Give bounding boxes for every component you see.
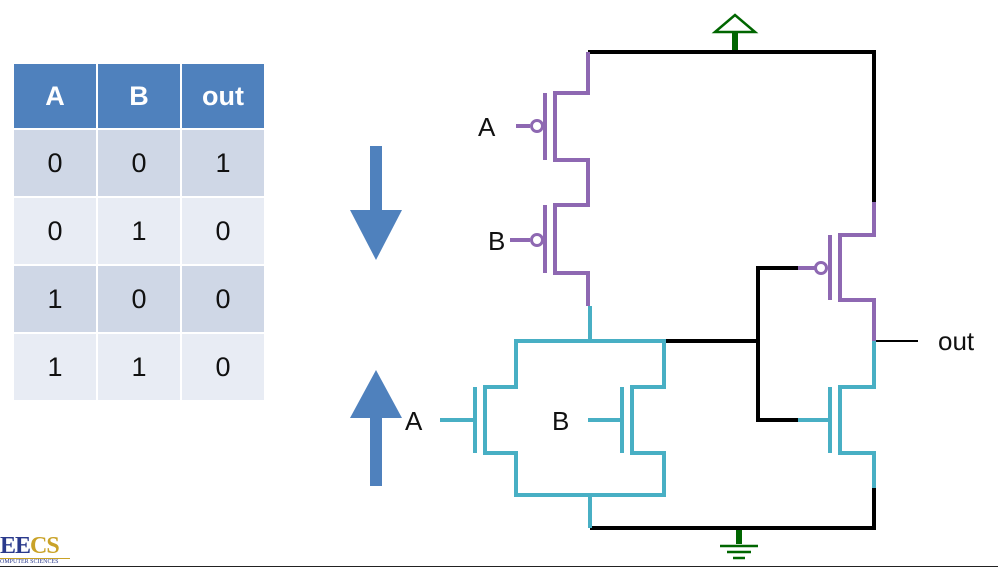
table-cell: 0 — [180, 264, 266, 334]
bottom-divider — [0, 566, 998, 567]
pmos-b-label: B — [488, 226, 505, 256]
header-b: B — [96, 62, 182, 130]
table-cell: 0 — [180, 196, 266, 266]
nmos-a-label: A — [405, 406, 423, 436]
table-cell: 1 — [12, 264, 98, 334]
truth-table: A B out 0 0 1 0 1 0 1 0 0 1 1 0 — [12, 62, 266, 402]
table-row: 1 1 0 — [12, 332, 266, 402]
eecs-logo: EECS OMPUTER SCIENCES — [0, 534, 70, 566]
logo-part-2: CS — [30, 533, 60, 559]
vdd-symbol — [711, 13, 759, 52]
header-out: out — [180, 62, 266, 130]
ground-symbol — [720, 528, 758, 560]
table-cell: 0 — [12, 196, 98, 266]
table-cell: 0 — [12, 128, 98, 198]
black-wires — [588, 50, 918, 530]
table-cell: 1 — [96, 332, 182, 402]
logo-part-1: EE — [0, 533, 31, 559]
table-header-row: A B out — [12, 62, 266, 130]
logo-subtitle: OMPUTER SCIENCES — [0, 558, 70, 566]
table-cell: 0 — [96, 264, 182, 334]
output-label: out — [938, 326, 975, 356]
table-row: 0 0 1 — [12, 128, 266, 198]
table-cell: 1 — [180, 128, 266, 198]
table-cell: 0 — [180, 332, 266, 402]
pull-down-arrow — [350, 146, 402, 260]
pmos-stack — [510, 52, 876, 341]
table-row: 1 0 0 — [12, 264, 266, 334]
pull-up-arrow — [350, 370, 402, 486]
table-cell: 1 — [12, 332, 98, 402]
pmos-a-label: A — [478, 112, 496, 142]
nmos-b-label: B — [552, 406, 569, 436]
table-row: 0 1 0 — [12, 196, 266, 266]
header-a: A — [12, 62, 98, 130]
table-cell: 1 — [96, 196, 182, 266]
logo-text: EECS — [0, 534, 70, 558]
table-cell: 0 — [96, 128, 182, 198]
nmos-network — [440, 306, 876, 528]
